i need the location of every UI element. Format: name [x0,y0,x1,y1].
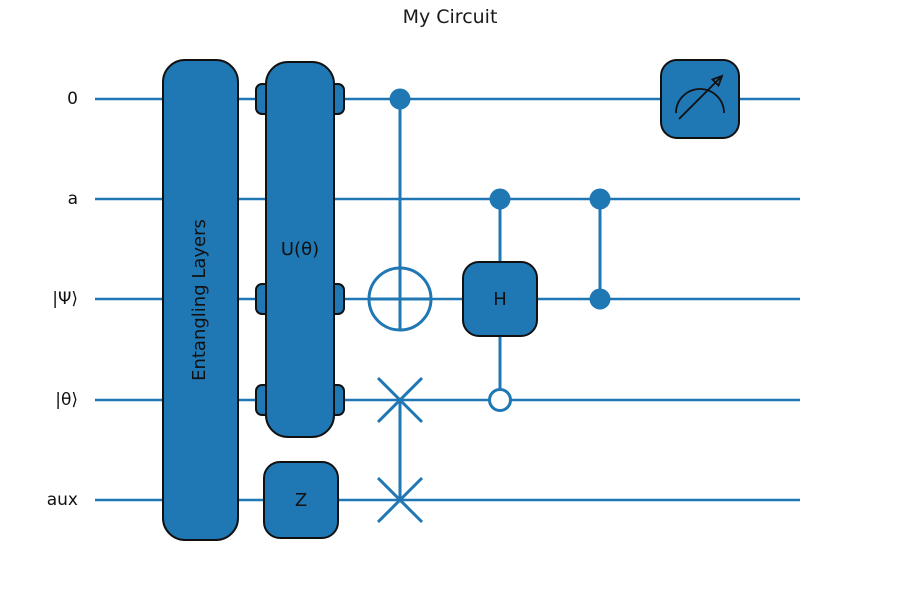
entangling-layers-label: Entangling Layers [189,219,210,381]
u-theta-body[interactable] [265,61,335,438]
cz-control-dot-psi[interactable] [589,288,611,310]
hadamard-gate-body[interactable] [462,261,538,337]
entangling-layers-body[interactable] [162,59,239,541]
cnot-control-dot[interactable] [389,88,411,110]
gate-u-theta[interactable]: U(θ) [255,61,345,438]
gate-measurement[interactable] [660,59,740,139]
wire-label-aux: aux [46,490,78,510]
gate-swap[interactable] [376,376,424,524]
gate-entangling-layers[interactable]: Entangling Layers [162,59,239,541]
gate-cz[interactable] [589,188,611,310]
cz-control-dot-a[interactable] [589,188,611,210]
hadamard-control-dot-open[interactable] [488,388,512,412]
wire-label-psi: |Ψ⟩ [52,289,78,309]
gate-z[interactable]: Z [263,461,339,539]
hadamard-control-dot-filled[interactable] [489,188,511,210]
z-gate-label: Z [295,490,307,511]
gate-cnot[interactable] [367,88,433,332]
z-gate-body[interactable] [263,461,339,539]
meter-icon [675,74,725,120]
figure-title: My Circuit [402,6,498,28]
wire-label-theta: |θ⟩ [55,390,78,410]
swap-cross-icon-theta[interactable] [376,376,424,424]
hadamard-gate-label: H [493,289,507,310]
wire-label-a: a [67,189,78,209]
swap-cross-icon-aux[interactable] [376,476,424,524]
gate-controlled-hadamard[interactable]: H [462,188,538,412]
wire-label-0: 0 [67,89,78,109]
u-theta-label: U(θ) [281,239,319,260]
